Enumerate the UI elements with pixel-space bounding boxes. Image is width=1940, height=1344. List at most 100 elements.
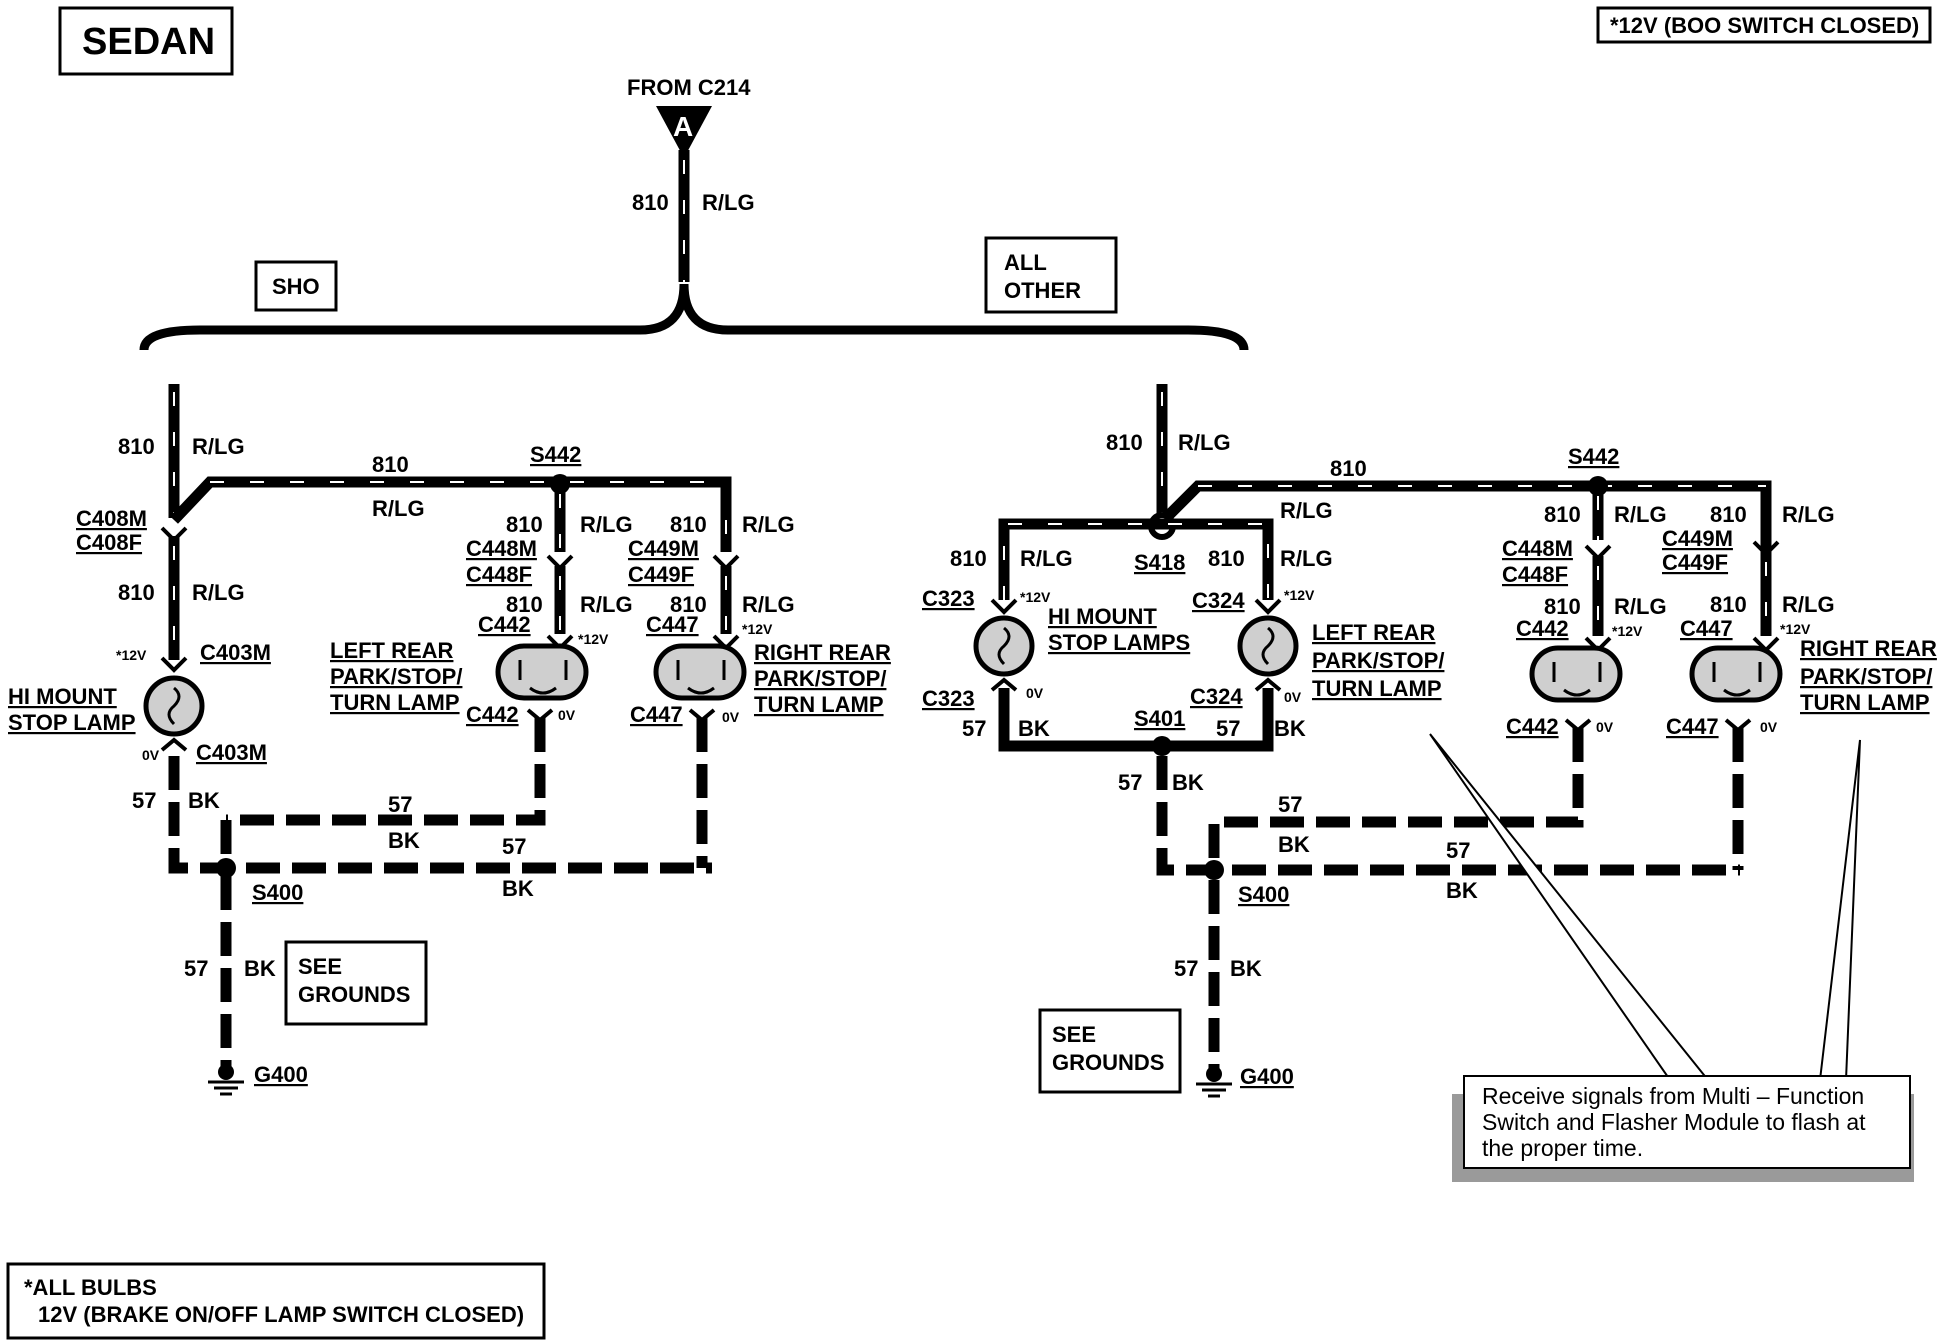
ao-s400-splice-dot — [1204, 860, 1224, 880]
sho-c442-circuit: 810 — [506, 592, 543, 617]
ao-rr-12v: *12V — [1780, 621, 1811, 637]
sho-feed2-color: R/LG — [192, 580, 245, 605]
all-bulbs-note: *ALL BULBS 12V (BRAKE ON/OFF LAMP SWITCH… — [6, 1262, 546, 1340]
sho-c448m-label: C448M — [466, 536, 537, 561]
ao-right-rear-lamp-bulb — [1689, 645, 1783, 703]
ao-s401-gnd-circuit-l: 57 — [962, 716, 986, 741]
ao-see-grounds-2: GROUNDS — [1052, 1050, 1164, 1075]
ao-s442-label: S442 — [1568, 444, 1619, 469]
sho-ground-symbol — [208, 1064, 244, 1096]
c408m-label: C408M — [76, 506, 147, 531]
sho-gnd-circuit-4: 57 — [184, 956, 208, 981]
ao-see-grounds-box: SEE GROUNDS — [1038, 1008, 1182, 1094]
sho-hm-0v: 0V — [142, 747, 160, 763]
sho-c448-color: R/LG — [580, 512, 633, 537]
ao-ground-symbol — [1196, 1066, 1232, 1098]
ao-see-grounds-1: SEE — [1052, 1022, 1096, 1047]
ao-c449f-label: C449F — [1662, 550, 1728, 575]
ao-gnd-color-1: BK — [1172, 770, 1204, 795]
ao-left-rear-lamp-bulb — [1529, 645, 1623, 703]
callout-line1: Receive signals from Multi – Function — [1482, 1083, 1864, 1109]
ao-feed-color: R/LG — [1178, 430, 1231, 455]
ao-c324-circuit: 810 — [1208, 546, 1245, 571]
ao-c442-color: R/LG — [1614, 594, 1667, 619]
c408f-label: C408F — [76, 530, 142, 555]
all-bulbs-note-line2: 12V (BRAKE ON/OFF LAMP SWITCH CLOSED) — [38, 1302, 524, 1327]
ao-hi-mount-label-2: STOP LAMPS — [1048, 630, 1190, 655]
sho-feed2-circuit: 810 — [118, 580, 155, 605]
ao-c323-circuit: 810 — [950, 546, 987, 571]
sho-gnd-circuit-2: 57 — [388, 792, 412, 817]
ao-lr-12v: *12V — [1612, 623, 1643, 639]
ao-c323-top-label: C323 — [922, 586, 975, 611]
ao-left-rear-label-3: TURN LAMP — [1312, 676, 1442, 701]
ao-s400-label: S400 — [1238, 882, 1289, 907]
ao-c447-bottom-label: C447 — [1666, 714, 1719, 739]
ao-g400-label: G400 — [1240, 1064, 1294, 1089]
sho-lr-12v: *12V — [578, 631, 609, 647]
ao-gnd-circuit-3: 57 — [1446, 838, 1470, 863]
ao-right-rear-label-1: RIGHT REAR — [1800, 636, 1937, 661]
all-other-circuit: 810 R/LG 810 R/LG S442 S418 810 R/LG 810… — [922, 384, 1937, 1098]
ao-gnd-color-4: BK — [1230, 956, 1262, 981]
sho-hi-mount-label-2: STOP LAMP — [8, 710, 136, 735]
ao-feed-circuit: 810 — [1106, 430, 1143, 455]
sho-left-rear-label-1: LEFT REAR — [330, 638, 454, 663]
ao-c448m-label: C448M — [1502, 536, 1573, 561]
sho-top-circuit: 810 — [372, 452, 409, 477]
ao-c323-bottom-label: C323 — [922, 686, 975, 711]
sho-c448-circuit: 810 — [506, 512, 543, 537]
ao-c324-bottom-label: C324 — [1190, 684, 1243, 709]
sho-see-grounds-1: SEE — [298, 954, 342, 979]
callout-line3: the proper time. — [1482, 1135, 1643, 1161]
sho-c442-top-label: C442 — [478, 612, 531, 637]
sho-gnd-color-1: BK — [188, 788, 220, 813]
sho-hi-mount-label-1: HI MOUNT — [8, 684, 117, 709]
sho-feed-color: R/LG — [192, 434, 245, 459]
sho-see-grounds-2: GROUNDS — [298, 982, 410, 1007]
ao-c448f-label: C448F — [1502, 562, 1568, 587]
ao-s401-gnd-color-r: BK — [1274, 716, 1306, 741]
all-other-label-2: OTHER — [1004, 278, 1081, 303]
ao-gnd-color-3: BK — [1446, 878, 1478, 903]
ao-c448-circuit: 810 — [1544, 502, 1581, 527]
variant-brace — [139, 283, 1249, 351]
ao-hi-mount-label-1: HI MOUNT — [1048, 604, 1157, 629]
flasher-callout: Receive signals from Multi – Function Sw… — [1429, 733, 1914, 1182]
sho-c442-color: R/LG — [580, 592, 633, 617]
ao-c324-top-label: C324 — [1192, 588, 1245, 613]
ao-gnd-circuit-4: 57 — [1174, 956, 1198, 981]
sho-c448f-label: C448F — [466, 562, 532, 587]
callout-line2: Switch and Flasher Module to flash at — [1482, 1109, 1866, 1135]
ao-left-rear-label-1: LEFT REAR — [1312, 620, 1436, 645]
c403m-bottom-label: C403M — [196, 740, 267, 765]
sho-top-color: R/LG — [372, 496, 425, 521]
ao-gnd-color-2: BK — [1278, 832, 1310, 857]
ao-c442-circuit: 810 — [1544, 594, 1581, 619]
ao-c324-12v: *12V — [1284, 587, 1315, 603]
sho-left-rear-label-2: PARK/STOP/ — [330, 664, 462, 689]
ao-c323-12v: *12V — [1020, 589, 1051, 605]
ao-s401-splice-dot — [1152, 736, 1172, 756]
sho-s400-splice-dot — [216, 858, 236, 878]
source-label: FROM C214 — [627, 75, 751, 100]
ao-right-rear-label-2: PARK/STOP/ — [1800, 664, 1932, 689]
sho-g400-label: G400 — [254, 1062, 308, 1087]
c403m-top-label: C403M — [200, 640, 271, 665]
ao-top-circuit: 810 — [1330, 456, 1367, 481]
sho-rr-12v: *12V — [742, 621, 773, 637]
sho-circuit: 810 R/LG 810 R/LG S442 C408M C408F 810 R… — [8, 384, 891, 1096]
sho-c447-circuit: 810 — [670, 592, 707, 617]
boo-switch-note: *12V (BOO SWITCH CLOSED) — [1596, 6, 1932, 44]
ao-c324-0v: 0V — [1284, 689, 1302, 705]
sho-hm-12v: *12V — [116, 647, 147, 663]
sho-c449-color: R/LG — [742, 512, 795, 537]
sho-right-rear-label-3: TURN LAMP — [754, 692, 884, 717]
sho-label: SHO — [272, 274, 320, 299]
ao-left-rear-label-2: PARK/STOP/ — [1312, 648, 1444, 673]
ao-c442-top-label: C442 — [1516, 616, 1569, 641]
sho-s442-label: S442 — [530, 442, 581, 467]
sho-c442-bottom-label: C442 — [466, 702, 519, 727]
feed-color-main: R/LG — [702, 190, 755, 215]
